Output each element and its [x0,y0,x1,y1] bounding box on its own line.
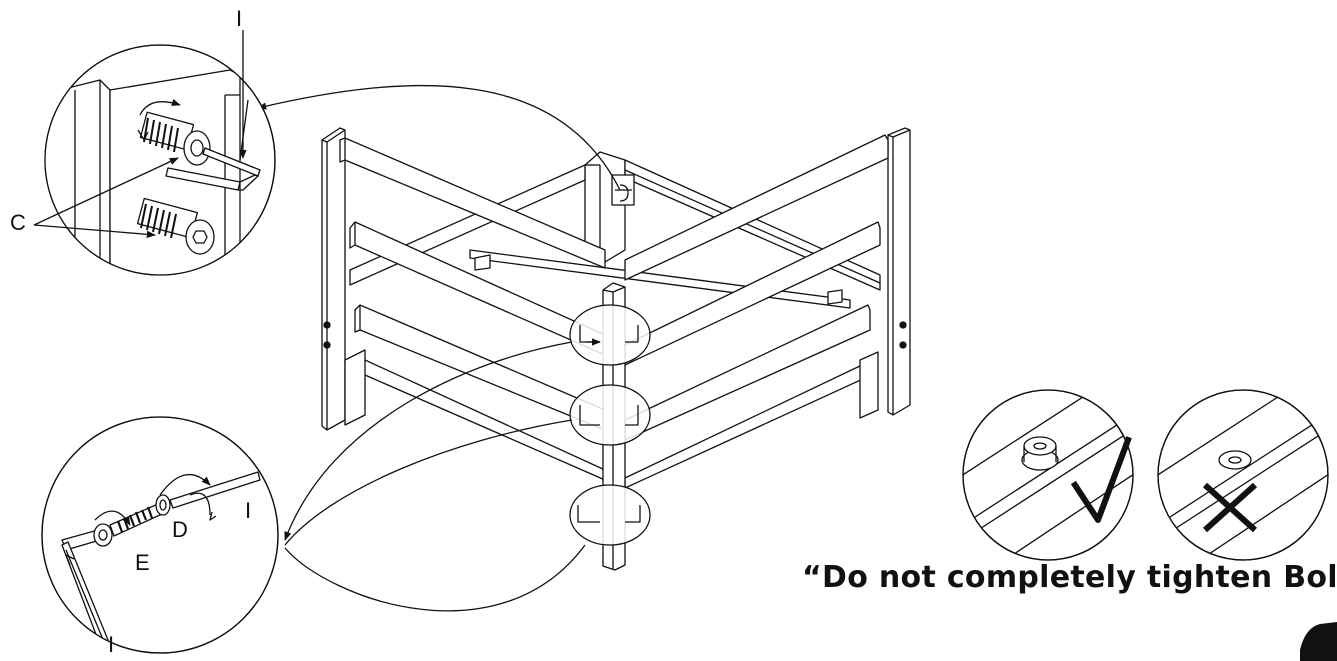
check-mark-icon [1070,436,1132,523]
hex-key-top [165,99,261,191]
tightening-note: “Do not completely tighten Bolts” [802,560,1337,595]
hex-key-handle [61,529,109,646]
bolt-upper [137,98,211,166]
incorrect-example-circle [1157,389,1329,561]
label-washer: D [172,517,188,542]
detail-circle-barrel-nut [41,416,279,654]
bolt-detail-markers [569,174,651,546]
label-bolt: C [10,210,26,235]
frame-right-side [624,127,911,489]
detail-circle-bolts [44,44,276,276]
label-barrel-nut: E [135,550,150,575]
label-hex-key-long: I [245,498,251,523]
bolt-lower [136,197,215,255]
callout-lines-top [33,30,247,238]
label-hex-key-handle: I [108,632,114,657]
label-hex-key-top: I [236,6,242,31]
page-corner-shape [1300,622,1337,661]
callout-connectors [257,84,621,612]
cross-mark-icon [1202,482,1258,533]
correct-example-circle [962,389,1134,561]
